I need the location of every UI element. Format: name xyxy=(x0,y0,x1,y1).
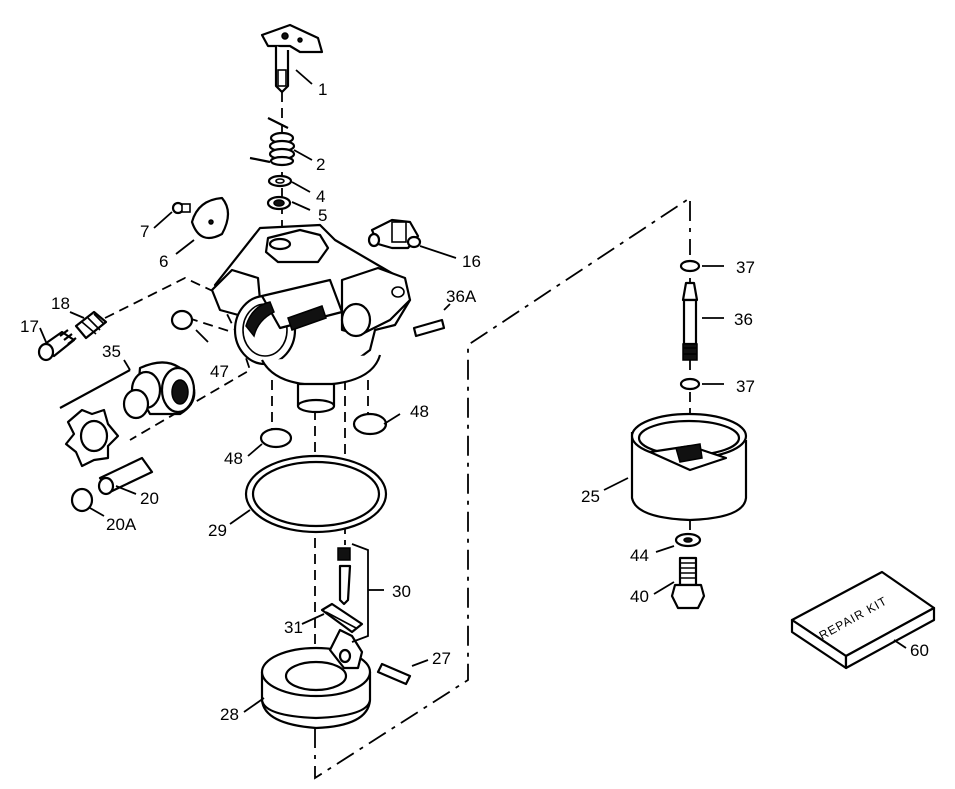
part-label-37-top: 37 xyxy=(736,258,755,277)
float-part xyxy=(260,628,412,730)
part-label-17: 17 xyxy=(20,317,39,336)
part-label-2: 2 xyxy=(316,155,325,174)
part-label-48-right: 48 xyxy=(410,402,429,421)
primer-assembly-part xyxy=(59,361,196,513)
repair-kit-box: REPAIR KIT xyxy=(790,570,936,670)
part-label-36: 36 xyxy=(734,310,753,329)
part-label-47: 47 xyxy=(210,362,229,381)
pin-36a-part xyxy=(412,318,446,338)
washer-parts xyxy=(266,174,293,211)
spring-part xyxy=(249,117,296,167)
inlet-needle-part xyxy=(320,547,364,634)
small-seal-47-part xyxy=(170,309,194,331)
part-label-27: 27 xyxy=(432,649,451,668)
throttle-plate-part xyxy=(171,196,230,240)
elbow-fitting-part xyxy=(367,218,422,250)
part-label-28: 28 xyxy=(220,705,239,724)
part-label-4: 4 xyxy=(316,187,325,206)
part-label-25: 25 xyxy=(581,487,600,506)
plugs-48-part xyxy=(259,412,388,449)
throttle-shaft-part xyxy=(260,23,324,94)
part-label-40: 40 xyxy=(630,587,649,606)
part-label-31: 31 xyxy=(284,618,303,637)
part-label-48-bottom: 48 xyxy=(224,449,243,468)
float-bowl-part xyxy=(630,412,748,522)
part-label-30: 30 xyxy=(392,582,411,601)
part-label-7: 7 xyxy=(140,222,149,241)
part-label-60: 60 xyxy=(910,641,929,660)
part-label-37-bottom: 37 xyxy=(736,377,755,396)
part-labels: 1 2 4 5 6 7 16 17 18 20 20A 25 27 28 29 … xyxy=(20,80,929,724)
part-label-36a: 36A xyxy=(446,287,477,306)
idle-screw-part xyxy=(37,310,108,362)
part-label-20a: 20A xyxy=(106,515,137,534)
leader-lines xyxy=(39,69,907,713)
part-label-35: 35 xyxy=(102,342,121,361)
part-label-18: 18 xyxy=(51,294,70,313)
part-label-6: 6 xyxy=(159,252,168,271)
bowl-nut-part xyxy=(670,532,706,610)
part-label-29: 29 xyxy=(208,521,227,540)
part-label-16: 16 xyxy=(462,252,481,271)
part-label-5: 5 xyxy=(318,206,327,225)
bowl-gasket-part xyxy=(244,454,388,534)
part-label-1: 1 xyxy=(318,80,327,99)
carburetor-body-part xyxy=(210,223,412,414)
part-label-44: 44 xyxy=(630,546,649,565)
main-jet-part xyxy=(679,259,701,391)
part-label-20: 20 xyxy=(140,489,159,508)
